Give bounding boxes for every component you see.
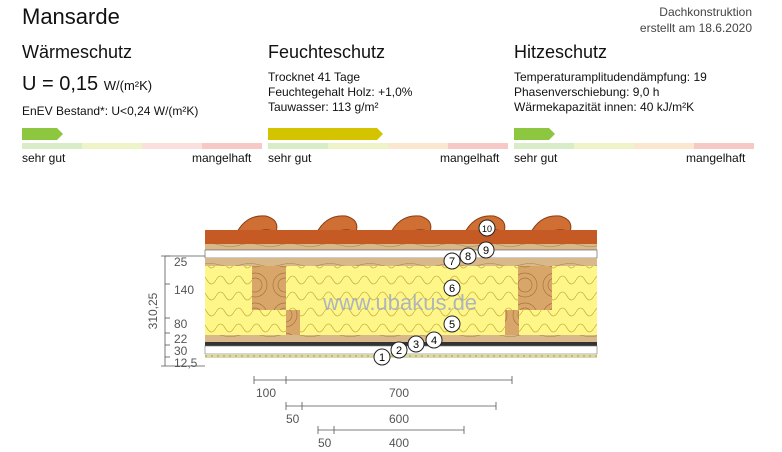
battens	[205, 244, 597, 250]
svg-text:5: 5	[449, 319, 455, 331]
hitzeschutz-scale	[514, 143, 754, 149]
amplitude-damping: Temperaturamplitudendämpfung: 19	[514, 70, 707, 84]
feuchteschutz-panel: Feuchteschutz Trocknet 41 Tage Feuchtege…	[268, 42, 508, 115]
layer-number-marker: 9	[477, 241, 495, 259]
spacing-label: 700	[389, 386, 409, 400]
feuchteschutz-scale	[268, 143, 508, 149]
heat-capacity: Wärmekapazität innen: 40 kJ/m²K	[514, 100, 695, 114]
feuchteschutz-heading: Feuchteschutz	[268, 42, 386, 62]
svg-text:6: 6	[449, 283, 455, 295]
scale-bad-label: mangelhaft	[686, 151, 746, 165]
svg-text:3: 3	[413, 339, 419, 351]
scale-bad-label: mangelhaft	[440, 151, 500, 165]
waermeschutz-scale	[22, 143, 262, 149]
layer-number-marker: 5	[443, 315, 461, 333]
waermeschutz-panel: Wärmeschutz U = 0,15 W/(m²K) EnEV Bestan…	[22, 42, 262, 119]
layer-number-marker: 8	[459, 247, 477, 265]
spacing-label: 600	[389, 412, 409, 426]
scale-good-label: sehr gut	[268, 151, 312, 165]
spacing-label: 400	[389, 436, 409, 450]
layer-number-marker: 7	[443, 252, 461, 270]
total-thickness: 310,25	[146, 292, 160, 329]
layer-thickness-label: 12,5	[174, 356, 198, 370]
scale-bad-label: mangelhaft	[192, 151, 252, 165]
svg-text:8: 8	[465, 251, 471, 263]
layer-number-marker: 2	[390, 341, 408, 359]
waermeschutz-rating-arrow	[22, 128, 63, 140]
layer-thickness-label: 30	[174, 344, 188, 358]
svg-text:7: 7	[449, 256, 455, 268]
feuchteschutz-rating-arrow	[268, 128, 383, 140]
u-value-number: U = 0,15	[22, 73, 99, 95]
wood-moisture: Feuchtegehalt Holz: +1,0%	[268, 85, 413, 99]
condensate: Tauwasser: 113 g/m²	[268, 100, 379, 114]
spacing-label: 100	[256, 386, 276, 400]
batten	[505, 310, 519, 335]
batten	[286, 310, 300, 335]
layer-thickness-label: 140	[174, 283, 194, 297]
spacing-label: 50	[318, 436, 332, 450]
svg-text:4: 4	[431, 335, 437, 347]
layer-number-marker: 10	[478, 219, 496, 237]
board-22	[205, 335, 597, 342]
tile-layer	[205, 230, 597, 244]
layer-number-marker: 4	[425, 331, 443, 349]
layer-thickness-label: 25	[174, 255, 188, 269]
svg-text:10: 10	[482, 224, 492, 234]
svg-text:9: 9	[483, 245, 489, 257]
layer-thickness-label: 80	[174, 317, 188, 331]
enev-requirement: EnEV Bestand*: U<0,24 W/(m²K)	[22, 104, 199, 118]
rafter	[518, 266, 552, 310]
drying-time: Trocknet 41 Tage	[268, 70, 361, 84]
rafter	[252, 266, 286, 310]
spacing-label: 50	[286, 412, 300, 426]
construction-type: Dachkonstruktion	[659, 5, 752, 19]
phase-shift: Phasenverschiebung: 9,0 h	[514, 85, 660, 99]
scale-good-label: sehr gut	[22, 151, 66, 165]
created-date: erstellt am 18.6.2020	[639, 21, 752, 35]
hitzeschutz-panel: Hitzeschutz Temperaturamplitudendämpfung…	[514, 42, 764, 115]
u-value: U = 0,15 W/(m²K)	[22, 73, 262, 96]
hitzeschutz-rating-arrow	[514, 128, 555, 140]
hitzeschutz-heading: Hitzeschutz	[514, 42, 608, 62]
u-value-unit: W/(m²K)	[103, 78, 153, 93]
insulation-80	[205, 310, 597, 335]
board-25	[205, 258, 597, 266]
layer-number-marker: 1	[373, 348, 391, 366]
svg-text:2: 2	[396, 345, 402, 357]
layer-thickness-label: 22	[174, 332, 188, 346]
layer-number-marker: 6	[443, 279, 461, 297]
svg-text:1: 1	[379, 352, 385, 364]
layer-number-marker: 3	[407, 335, 425, 353]
construction-meta: Dachkonstruktion erstellt am 18.6.2020	[640, 4, 752, 36]
waermeschutz-heading: Wärmeschutz	[22, 42, 133, 62]
page-title: Mansarde	[22, 4, 120, 29]
air-gap	[204, 249, 598, 259]
scale-good-label: sehr gut	[514, 151, 558, 165]
